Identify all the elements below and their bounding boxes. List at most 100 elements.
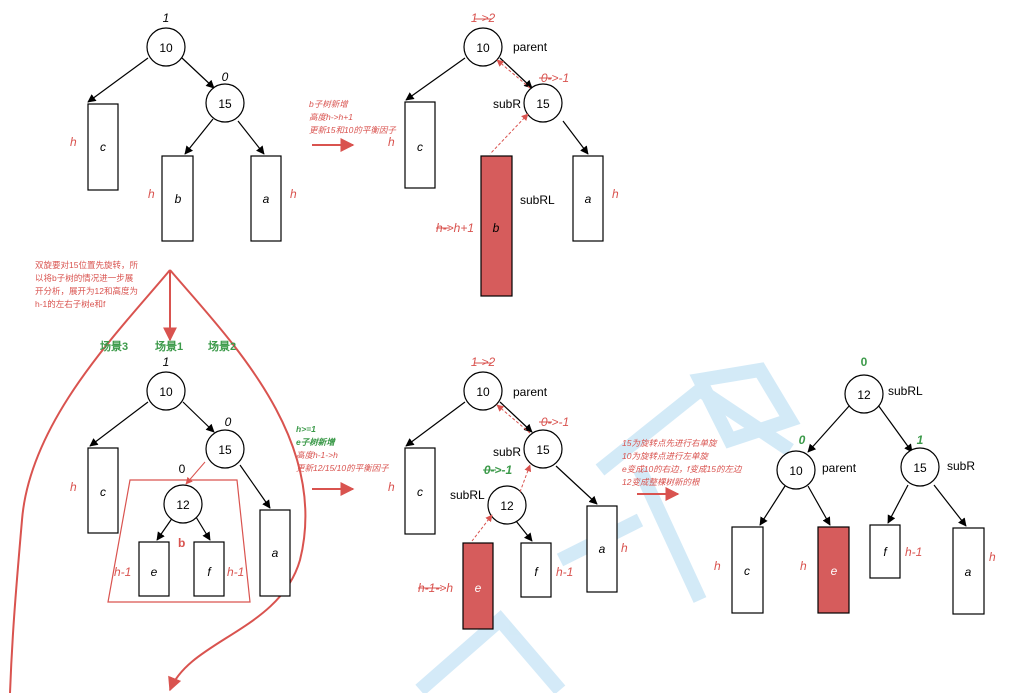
- parent-label: parent: [822, 461, 857, 475]
- svg-text:e变成10的右边，f变成15的左边: e变成10的右边，f变成15的左边: [622, 464, 743, 474]
- bf-10: 1: [163, 355, 170, 369]
- svg-text:更新15和10的平衡因子: 更新15和10的平衡因子: [309, 125, 396, 135]
- height-e: h: [800, 559, 807, 573]
- note-2: h>=1 e子树新增 高度h-1->h 更新12/15/10的平衡因子: [296, 424, 389, 473]
- subRL-label: subRL: [450, 488, 485, 502]
- svg-text:双旋要对15位置先旋转，所: 双旋要对15位置先旋转，所: [35, 260, 138, 270]
- scene-3-label: 场景3: [100, 339, 128, 353]
- note-left: 双旋要对15位置先旋转，所 以将b子树的情况进一步展 开分析，展开为12和高度为…: [35, 260, 138, 309]
- height-c: h: [388, 480, 395, 494]
- bf-15: 1: [917, 433, 924, 447]
- subtree-c: [731, 526, 764, 614]
- bf-10: 0: [799, 433, 806, 447]
- node-15-label: 15: [536, 97, 550, 111]
- bf-15: 0: [222, 70, 229, 84]
- svg-text:高度h-1->h: 高度h-1->h: [296, 450, 338, 460]
- height-a: h: [621, 541, 628, 555]
- subtree-f: [869, 524, 901, 579]
- node-15: [205, 83, 245, 123]
- svg-text:开分析，展开为12和高度为: 开分析，展开为12和高度为: [35, 286, 138, 296]
- subRL-label: subRL: [888, 384, 923, 398]
- link-15-12: [185, 461, 206, 485]
- subR-label: subR: [493, 97, 521, 111]
- node-10: [146, 371, 186, 411]
- node-10: [463, 371, 503, 411]
- bf-12: 0->-1: [484, 463, 513, 477]
- subtree-b-label: b: [175, 192, 182, 206]
- svg-text:以将b子树的情况进一步展: 以将b子树的情况进一步展: [35, 273, 134, 283]
- height-b: h: [148, 187, 155, 201]
- height-c: h: [388, 135, 395, 149]
- subtree-a: [586, 505, 618, 593]
- dashed-parent-link: [496, 404, 531, 434]
- b-label: b: [178, 536, 185, 550]
- subtree-a: [250, 155, 282, 242]
- subtree-a: [259, 509, 291, 597]
- height-a: h: [290, 187, 297, 201]
- note-3: 15为旋转点先进行右单旋 10为旋转点进行左单旋 e变成10的右边，f变成15的…: [622, 438, 743, 487]
- svg-text:e子树新增: e子树新增: [296, 437, 336, 447]
- subtree-c: [87, 103, 119, 191]
- bf-12: 0: [861, 355, 868, 369]
- subtree-c-label: c: [100, 140, 106, 154]
- subtree-c: [404, 101, 436, 189]
- node-10-label: 10: [159, 41, 173, 55]
- subtree-e-label: e: [475, 581, 482, 595]
- svg-text:h-1的左右子树e和f: h-1的左右子树e和f: [35, 299, 106, 309]
- node-12-label: 12: [857, 388, 871, 402]
- subtree-c-label: c: [744, 564, 750, 578]
- subtree-a-label: a: [599, 542, 606, 556]
- node-15-label: 15: [536, 443, 550, 457]
- bf-10: 1->2: [471, 11, 496, 25]
- node-12: [844, 374, 884, 414]
- svg-text:10为旋转点进行左单旋: 10为旋转点进行左单旋: [622, 451, 709, 461]
- height-f: h-1: [227, 565, 244, 579]
- node-15-label: 15: [218, 97, 232, 111]
- height-c: h: [70, 480, 77, 494]
- subtree-c-label: c: [417, 485, 423, 499]
- node-12-label: 12: [500, 499, 514, 513]
- parent-label: parent: [513, 385, 548, 399]
- svg-text:b子树新增: b子树新增: [309, 99, 349, 109]
- svg-text:h>=1: h>=1: [296, 424, 316, 434]
- height-b: h->h+1: [436, 221, 474, 235]
- dashed-subR-link: [519, 464, 532, 493]
- height-a: h: [989, 550, 996, 564]
- bf-10: 1->2: [471, 355, 496, 369]
- subtree-b-label: b: [493, 221, 500, 235]
- diagram-1: [87, 27, 282, 242]
- diagram-5: [731, 374, 985, 615]
- height-c: h: [714, 559, 721, 573]
- dashed-subR-link: [489, 113, 529, 155]
- node-15-label: 15: [218, 443, 232, 457]
- node-10: [146, 27, 186, 67]
- node-10: [776, 450, 816, 490]
- subtree-a-label: a: [272, 546, 279, 560]
- note-1: b子树新增 高度h->h+1 更新15和10的平衡因子: [309, 99, 396, 135]
- subtree-c-label: c: [100, 485, 106, 499]
- subtree-e: [817, 526, 850, 614]
- height-e: h-1: [114, 565, 131, 579]
- subR-label: subR: [493, 445, 521, 459]
- subtree-f-label: f: [883, 545, 888, 559]
- subtree-a: [572, 155, 604, 242]
- subtree-f: [520, 542, 552, 598]
- height-a: h: [612, 187, 619, 201]
- subtree-e: [138, 541, 170, 597]
- node-10-label: 10: [476, 385, 490, 399]
- node-10-label: 10: [159, 385, 173, 399]
- subtree-e-label: e: [831, 564, 838, 578]
- subtree-c-label: c: [417, 140, 423, 154]
- height-c: h: [70, 135, 77, 149]
- subtree-b: [480, 155, 513, 297]
- diagram-2: [404, 27, 604, 297]
- bf-12: 0: [179, 462, 186, 476]
- b-expansion-trapezoid: [107, 479, 251, 603]
- node-15: [523, 83, 563, 123]
- diagram-4: [404, 371, 618, 630]
- svg-text:15为旋转点先进行右单旋: 15为旋转点先进行右单旋: [622, 438, 718, 448]
- node-12: [487, 485, 527, 525]
- expand-arrows: [9, 269, 307, 693]
- subtree-f-label: f: [534, 565, 539, 579]
